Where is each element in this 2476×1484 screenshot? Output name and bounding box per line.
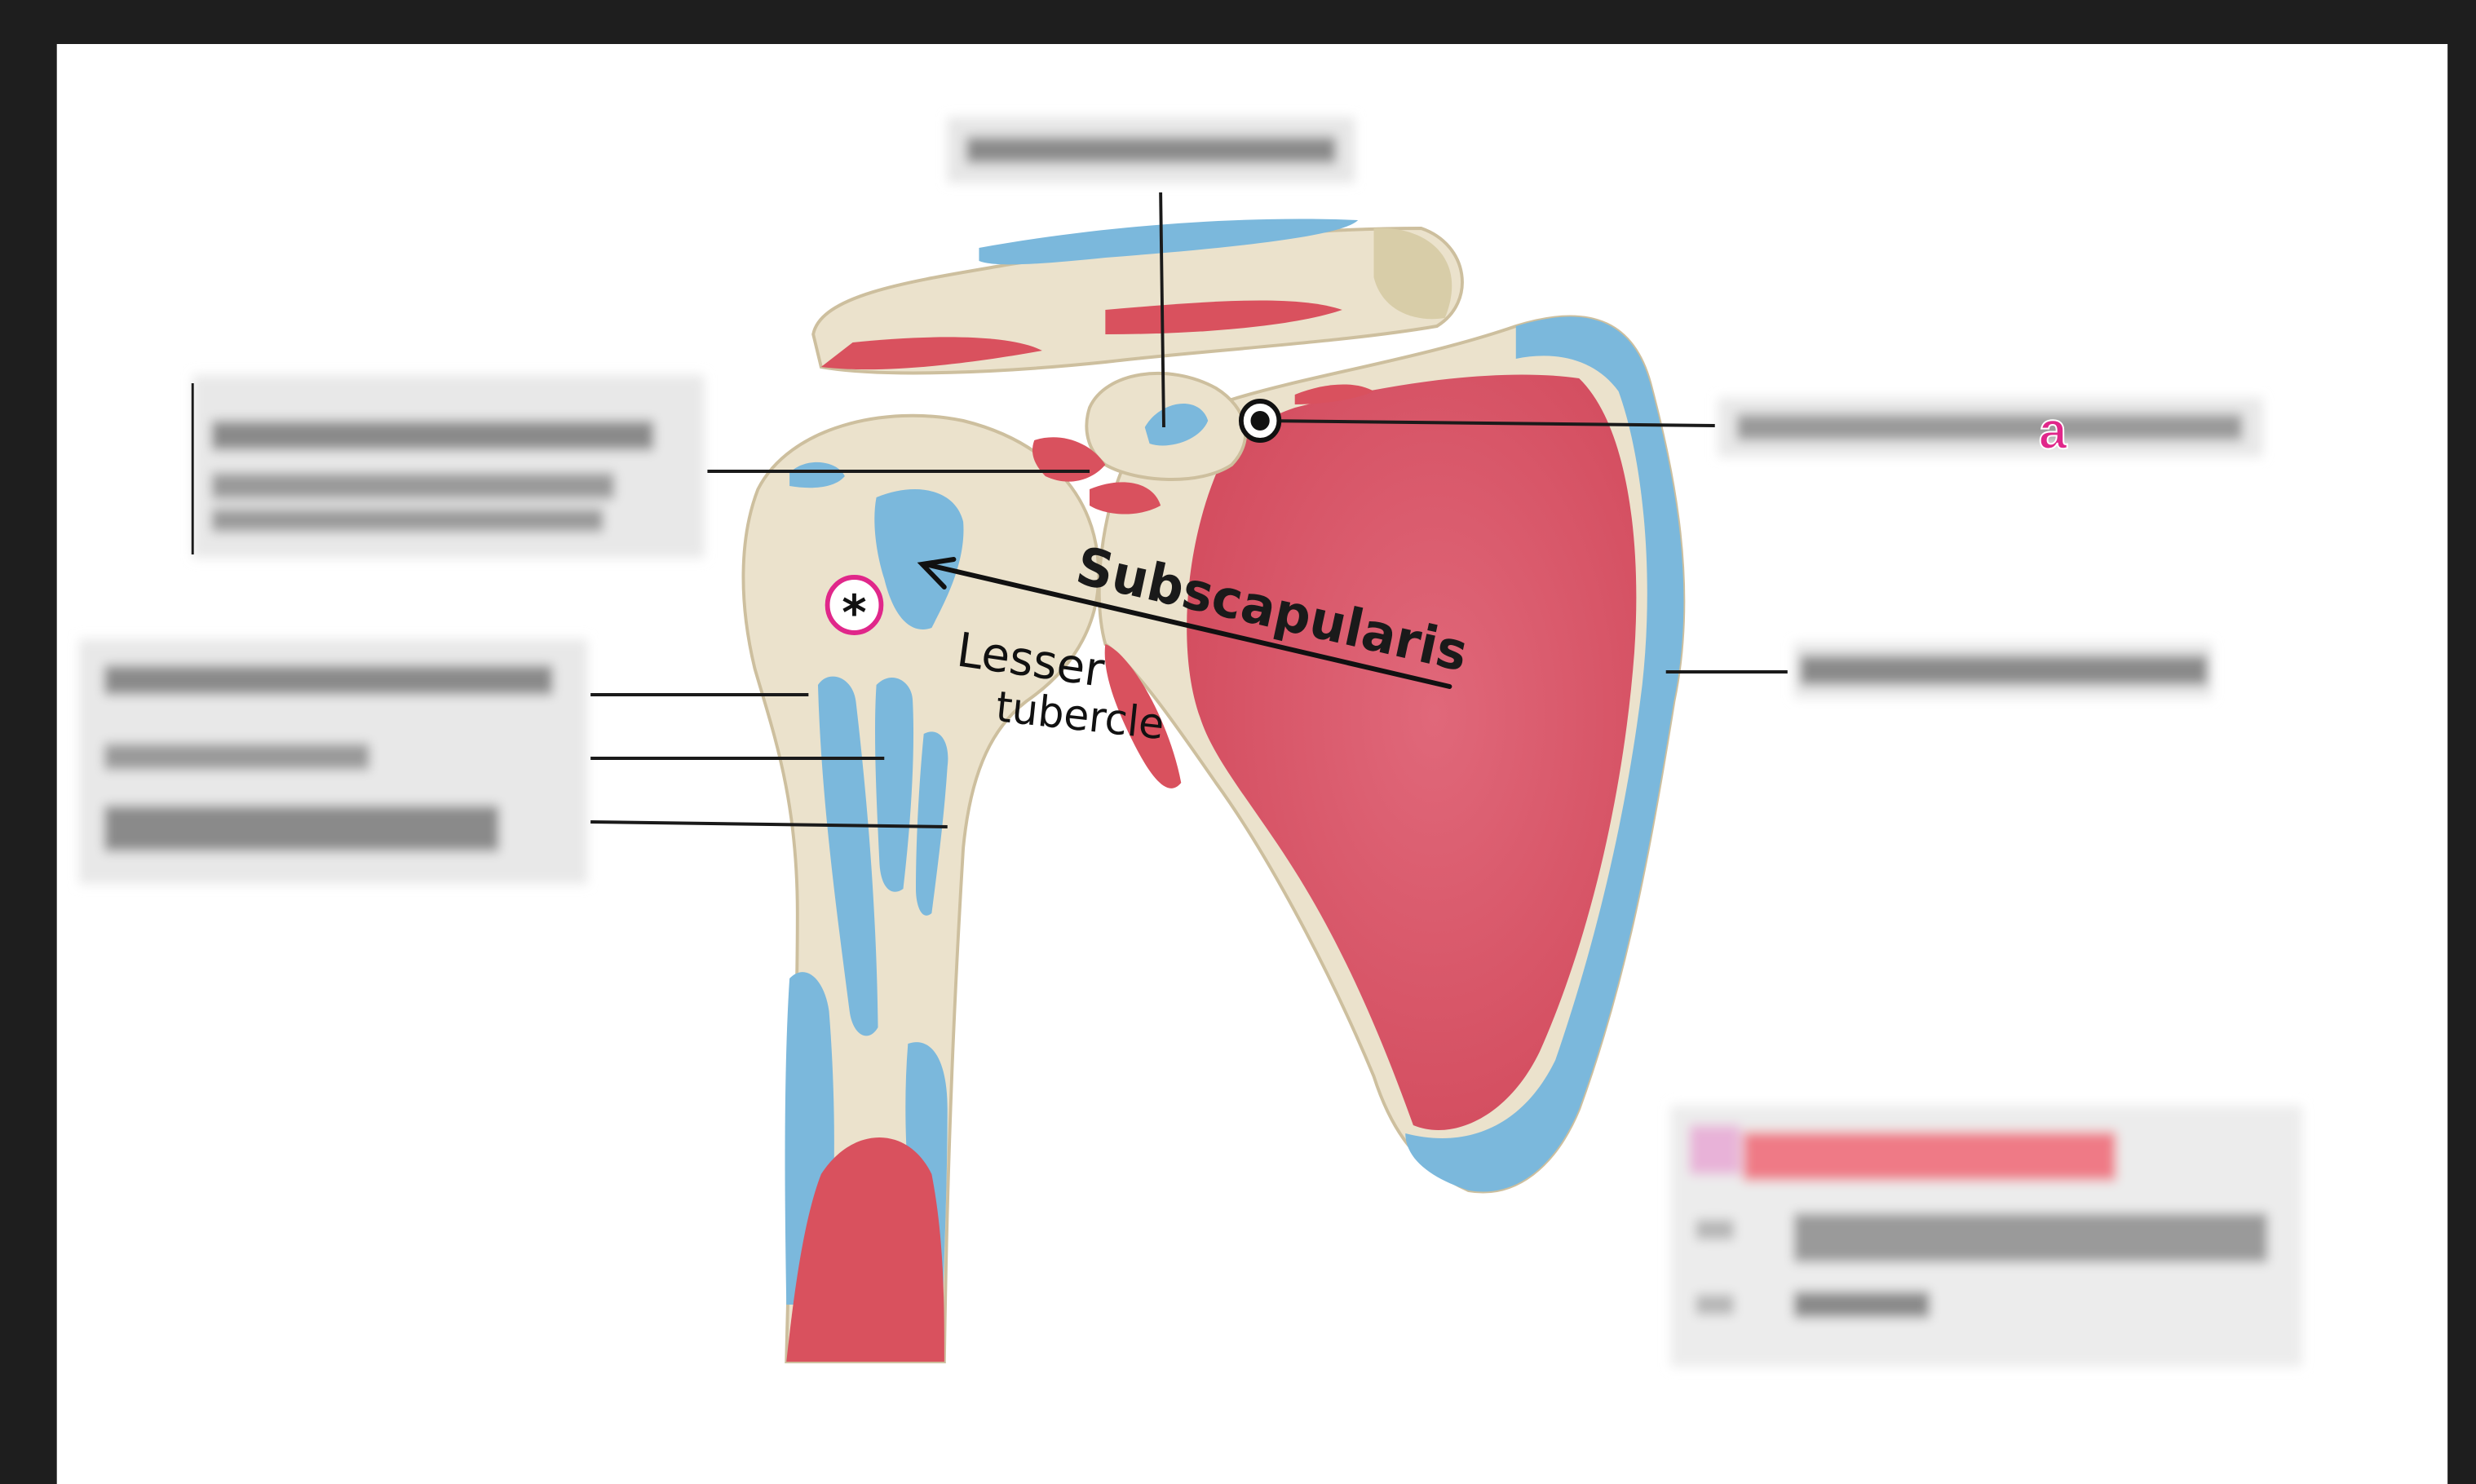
leader-lines	[191, 192, 1788, 828]
redacted-label-right-upper	[1718, 398, 2263, 457]
screen: a * Subscapularis Lesser tubercle	[56, 44, 2448, 1484]
redacted-legend-box	[1670, 1106, 2303, 1367]
redacted-label-top	[947, 117, 1355, 183]
leader-line-top	[1159, 192, 1165, 428]
shoulder-anatomy-diagram: a * Subscapularis Lesser tubercle	[78, 117, 2303, 1367]
marker-letter-a: a	[2039, 402, 2067, 460]
scapula-bone	[1085, 315, 1686, 1194]
redacted-label-left-lower	[78, 639, 588, 884]
clavicle-bone	[811, 219, 1464, 375]
black-dot-marker-icon	[1238, 399, 1282, 443]
humerus-bone	[741, 413, 1182, 1363]
arrow-icon	[917, 557, 1452, 689]
marker-asterisk: *	[842, 584, 866, 641]
leader-line-left-3	[590, 820, 948, 828]
asterisk-circle-marker-icon: *	[825, 575, 884, 641]
leader-line-right-upper	[1262, 419, 1715, 427]
redacted-label-left-upper	[192, 375, 705, 558]
redacted-label-right-middle	[1793, 643, 2213, 698]
